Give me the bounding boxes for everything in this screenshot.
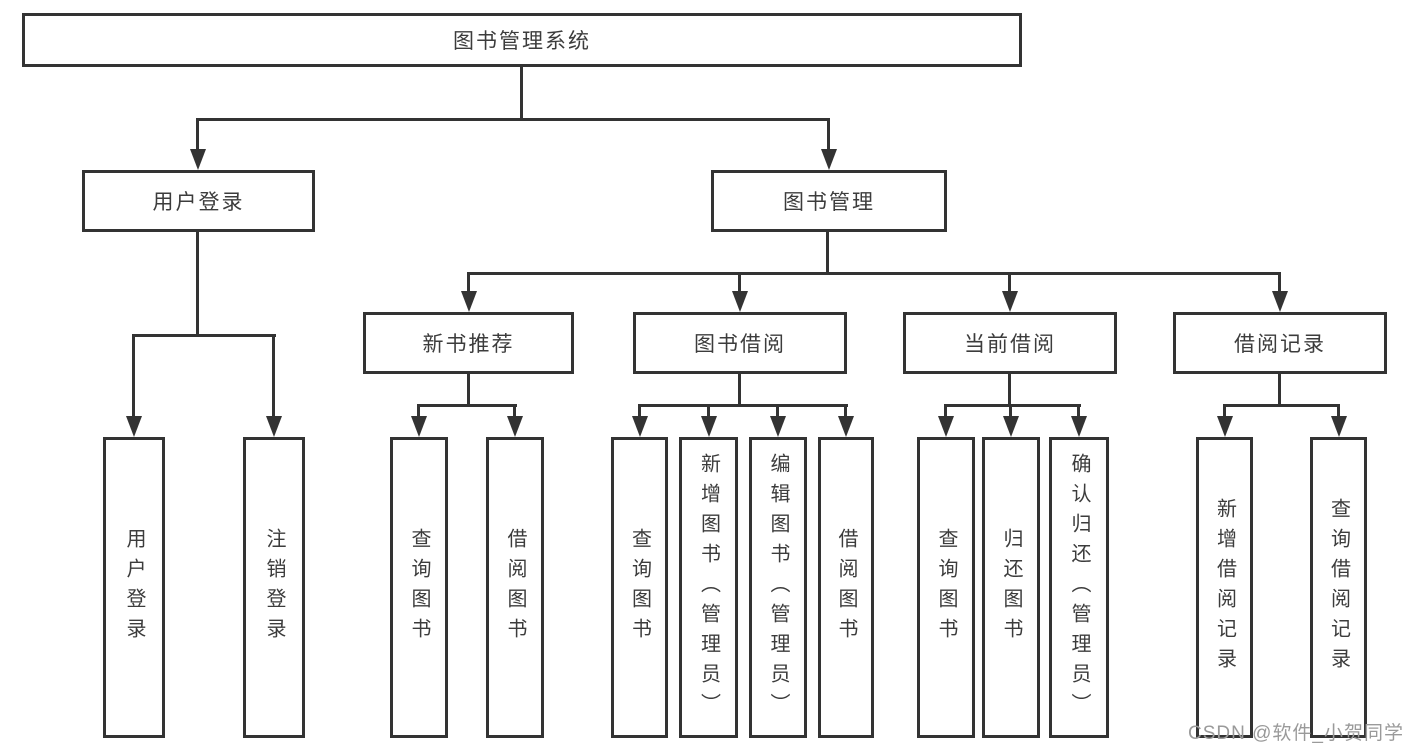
leaf-label: 编辑图书（管理员）: [767, 452, 789, 723]
connector-drop-br-query: [1337, 407, 1340, 417]
node-label: 图书管理: [783, 191, 875, 214]
leaf-nbr-query-books: 查询图书: [390, 437, 448, 738]
arrowhead-new-book-rec: [461, 291, 477, 312]
leaf-label: 借阅图书: [835, 527, 857, 648]
connector-drop-bb-edit: [776, 407, 779, 417]
connector-drop-cb-confirm: [1077, 407, 1080, 417]
leaf-label: 新增借阅记录: [1213, 497, 1236, 678]
connector-book-mgmt-stem: [826, 232, 829, 275]
leaf-label: 查询图书: [408, 527, 430, 648]
connector-drop-bb-add: [707, 407, 710, 417]
arrowhead-book-mgmt: [821, 149, 837, 170]
connector-br-rail: [1223, 404, 1340, 407]
leaf-cb-return-books: 归还图书: [982, 437, 1040, 738]
connector-drop-new-book-rec: [467, 275, 470, 292]
arrowhead-bb-edit: [770, 416, 786, 437]
leaf-logout: 注销登录: [243, 437, 305, 738]
connector-drop-bb-query: [638, 407, 641, 417]
node-label: 图书借阅: [694, 333, 786, 356]
node-current-borrowing: 当前借阅: [903, 312, 1117, 374]
connector-user-login-rail: [132, 334, 276, 337]
leaf-br-query-record: 查询借阅记录: [1310, 437, 1367, 738]
watermark: CSDN @软件_小贺同学: [1188, 723, 1404, 744]
connector-user-login-stem: [196, 232, 199, 337]
leaf-nbr-borrow-books: 借阅图书: [486, 437, 544, 738]
connector-bb-rail: [638, 404, 848, 407]
node-new-book-recommendation: 新书推荐: [363, 312, 574, 374]
connector-drop-br-add: [1223, 407, 1226, 417]
arrowhead-nbr-query: [411, 416, 427, 437]
leaf-label: 注销登录: [263, 527, 285, 648]
leaf-bb-query-books: 查询图书: [611, 437, 668, 738]
arrowhead-br-add: [1217, 416, 1233, 437]
node-label: 借阅记录: [1234, 333, 1326, 356]
arrowhead-cb-return: [1003, 416, 1019, 437]
connector-drop-leaf-logout: [272, 337, 275, 417]
connector-drop-leaf-user-login: [132, 337, 135, 417]
arrowhead-book-borrow: [732, 291, 748, 312]
node-borrowing-records: 借阅记录: [1173, 312, 1387, 374]
connector-bb-stem: [738, 374, 741, 407]
connector-drop-nbr-query: [417, 407, 420, 417]
node-label: 图书管理系统: [453, 30, 591, 53]
arrowhead-current-borrow: [1002, 291, 1018, 312]
connector-drop-cb-query: [944, 407, 947, 417]
node-user-login: 用户登录: [82, 170, 315, 232]
arrowhead-bb-query: [632, 416, 648, 437]
leaf-label: 查询图书: [935, 527, 957, 648]
node-label: 新书推荐: [422, 333, 515, 356]
arrowhead-br-query: [1331, 416, 1347, 437]
leaf-label: 用户登录: [123, 527, 145, 648]
leaf-label: 确认归还（管理员）: [1068, 452, 1090, 723]
node-library-management-system: 图书管理系统: [22, 13, 1022, 67]
connector-drop-user-login: [196, 121, 199, 150]
connector-drop-cb-return: [1009, 407, 1012, 417]
leaf-label: 查询借阅记录: [1327, 497, 1350, 678]
connector-level2-rail: [196, 118, 830, 121]
node-label: 用户登录: [152, 191, 245, 214]
leaf-bb-edit-books-admin: 编辑图书（管理员）: [749, 437, 807, 738]
leaf-bb-add-books-admin: 新增图书（管理员）: [679, 437, 738, 738]
arrowhead-borrow-records: [1272, 291, 1288, 312]
connector-drop-nbr-borrow: [513, 407, 516, 417]
connector-cb-rail: [944, 404, 1081, 407]
arrowhead-leaf-logout: [266, 416, 282, 437]
arrowhead-user-login: [190, 149, 206, 170]
arrowhead-nbr-borrow: [507, 416, 523, 437]
leaf-label: 新增图书（管理员）: [697, 452, 720, 723]
leaf-bb-borrow-books: 借阅图书: [818, 437, 874, 738]
arrowhead-cb-query: [938, 416, 954, 437]
connector-level3-rail: [467, 272, 1281, 275]
connector-br-stem: [1278, 374, 1281, 407]
arrowhead-bb-borrow: [838, 416, 854, 437]
leaf-user-login: 用户登录: [103, 437, 165, 738]
connector-cb-stem: [1008, 374, 1011, 407]
connector-drop-book-mgmt: [827, 121, 830, 150]
connector-drop-bb-borrow: [844, 407, 847, 417]
arrowhead-leaf-user-login: [126, 416, 142, 437]
leaf-label: 查询图书: [628, 527, 651, 648]
leaf-cb-query-books: 查询图书: [917, 437, 975, 738]
connector-drop-current-borrow: [1008, 275, 1011, 292]
connector-nbr-stem: [467, 374, 470, 407]
arrowhead-cb-confirm: [1071, 416, 1087, 437]
connector-drop-borrow-records: [1278, 275, 1281, 292]
arrowhead-bb-add: [701, 416, 717, 437]
connector-nbr-rail: [417, 404, 517, 407]
leaf-br-add-record: 新增借阅记录: [1196, 437, 1253, 738]
connector-root-stem: [520, 67, 523, 121]
node-book-management: 图书管理: [711, 170, 947, 232]
leaf-cb-confirm-return-admin: 确认归还（管理员）: [1049, 437, 1109, 738]
leaf-label: 借阅图书: [504, 527, 526, 648]
leaf-label: 归还图书: [1000, 527, 1022, 648]
connector-drop-book-borrow: [738, 275, 741, 292]
node-book-borrowing: 图书借阅: [633, 312, 847, 374]
node-label: 当前借阅: [964, 333, 1056, 356]
